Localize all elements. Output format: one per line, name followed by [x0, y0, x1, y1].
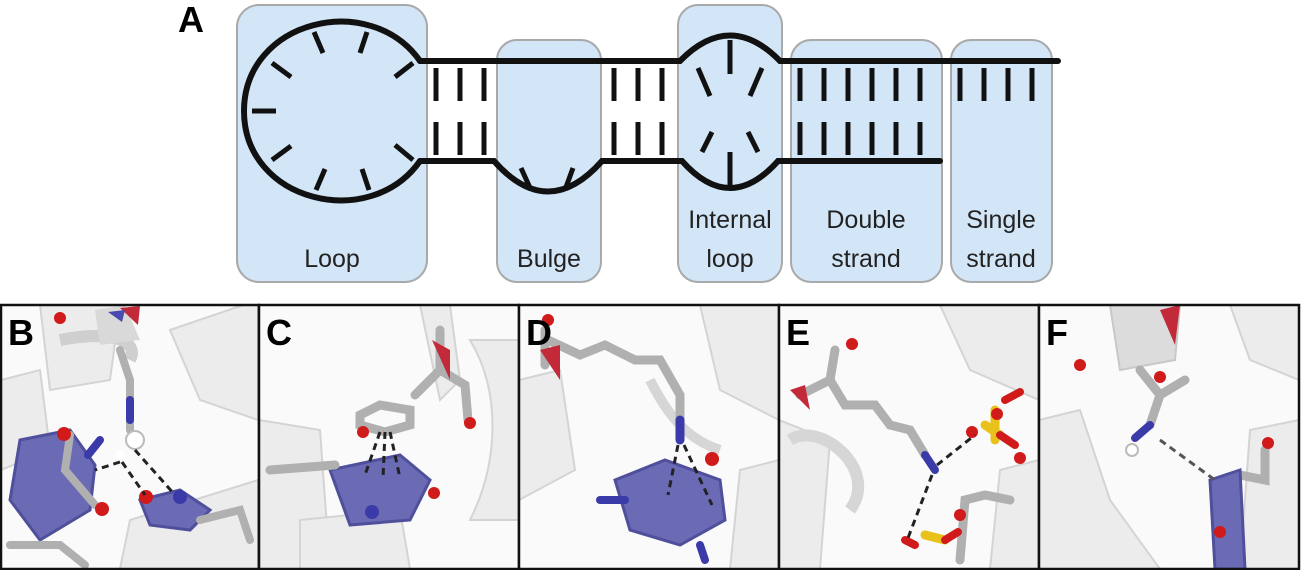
panel-f-structure: F: [1037, 303, 1301, 570]
region-label-single-strand-line1: Single: [966, 206, 1036, 234]
region-label-internal-loop-line2: loop: [706, 245, 753, 273]
panel-d-structure: D: [517, 303, 781, 570]
panel-letter-d: D: [526, 312, 552, 353]
region-label-double-strand-line2: strand: [831, 245, 900, 273]
region-box-single-strand: [950, 39, 1053, 283]
region-box-internal-loop: [677, 4, 783, 283]
region-label-single-strand-line2: strand: [966, 245, 1035, 273]
region-label-internal-loop-line1: Internal: [688, 206, 771, 234]
panel-letter-e: E: [786, 312, 810, 353]
hairpin-loop: [240, 18, 423, 204]
panel-letter-c: C: [266, 312, 292, 353]
panel-f-frame: [1037, 303, 1301, 570]
region-box-loop: [236, 4, 428, 283]
region-label-loop: Loop: [304, 245, 360, 273]
bottom-strand: [417, 158, 943, 195]
top-strand: [417, 32, 1061, 64]
panel-letter-b: B: [8, 312, 34, 353]
base-ticks: [252, 31, 1035, 192]
panel-e-structure: E: [777, 303, 1041, 570]
panel-b-structure: B: [0, 303, 261, 570]
region-label-bulge: Bulge: [517, 245, 581, 273]
region-label-double-strand-line1: Double: [826, 206, 905, 234]
panel-a-schematic: A: [178, 0, 1061, 283]
rna-strands: [240, 18, 1061, 204]
panel-letter-a: A: [178, 0, 204, 40]
panel-c-structure: C: [257, 303, 521, 570]
panel-letter-f: F: [1046, 312, 1068, 353]
